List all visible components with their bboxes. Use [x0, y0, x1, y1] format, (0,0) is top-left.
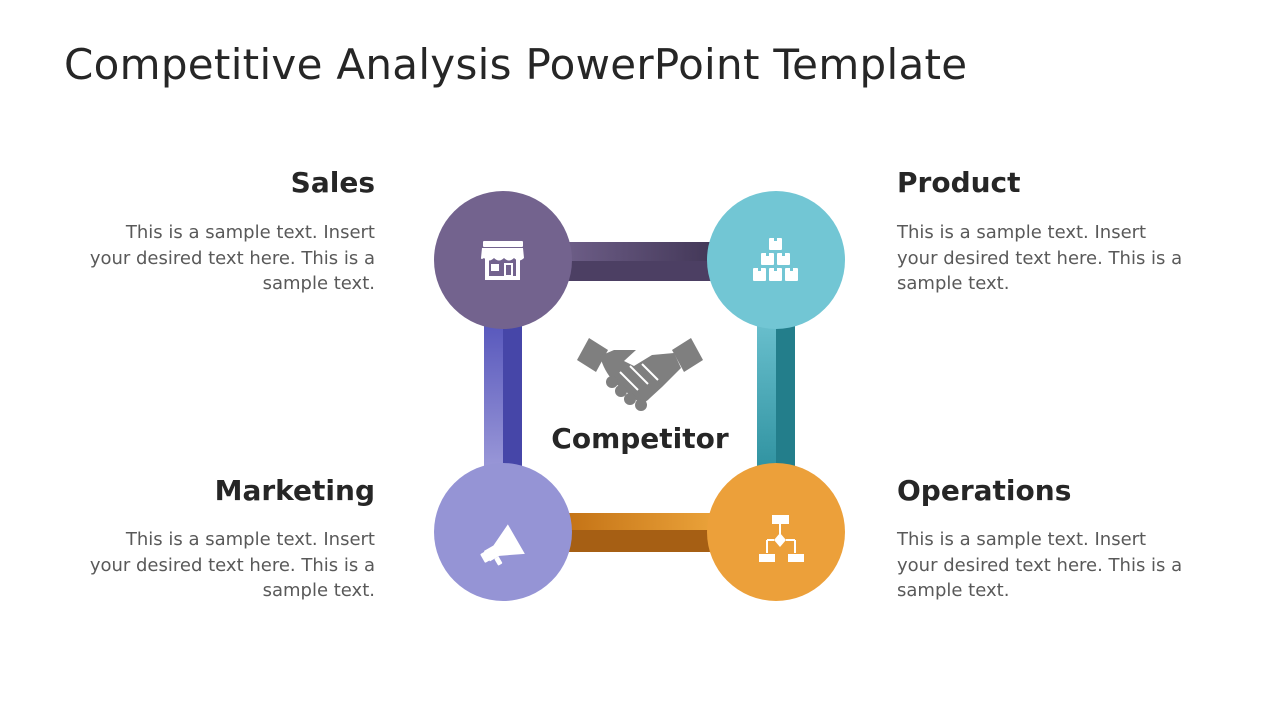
- arrow-marketing-to-sales: [484, 303, 522, 470]
- operations-circle: [707, 463, 845, 601]
- flowchart-icon: [759, 515, 804, 562]
- operations-text: This is a sample text. Insert your desir…: [897, 529, 1183, 601]
- arrow-operations-to-marketing: [553, 513, 735, 552]
- storefront-icon: [481, 241, 524, 280]
- boxes-pyramid-icon: [753, 238, 798, 281]
- center-label: Competitor: [551, 422, 729, 455]
- arrow-product-to-operations: [757, 300, 795, 484]
- product-heading: Product: [897, 166, 1021, 199]
- product-circle: [707, 191, 845, 329]
- handshake-icon: [577, 338, 703, 411]
- marketing-text: This is a sample text. Insert your desir…: [89, 529, 375, 601]
- operations-heading: Operations: [897, 474, 1072, 507]
- marketing-heading: Marketing: [214, 474, 375, 507]
- sales-text: This is a sample text. Insert your desir…: [89, 222, 375, 294]
- sales-circle: [434, 191, 572, 329]
- slide-title: Competitive Analysis PowerPoint Template: [64, 40, 968, 89]
- megaphone-icon: [480, 524, 525, 566]
- sales-heading: Sales: [290, 166, 375, 199]
- product-text: This is a sample text. Insert your desir…: [897, 222, 1183, 294]
- arrow-sales-to-product: [545, 242, 729, 281]
